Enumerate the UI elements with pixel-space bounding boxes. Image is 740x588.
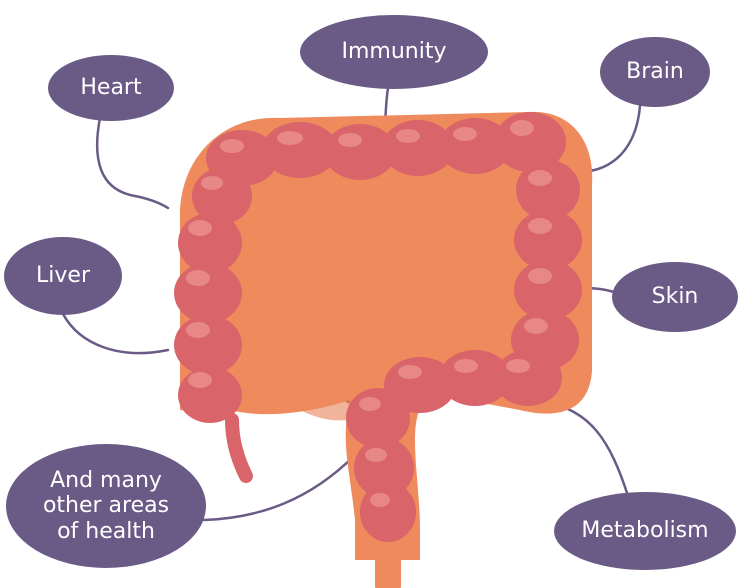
brain-label-bubble: Brain	[600, 37, 710, 107]
connector-metabolism	[545, 402, 628, 496]
other-areas-label-bubble: And many other areas of health	[6, 444, 206, 568]
metabolism-label: Metabolism	[581, 519, 708, 543]
heart-label: Heart	[80, 76, 141, 100]
skin-label-bubble: Skin	[612, 262, 738, 332]
immunity-label-bubble: Immunity	[300, 15, 488, 89]
connector-other	[204, 455, 355, 520]
metabolism-label-bubble: Metabolism	[554, 492, 736, 570]
heart-label-bubble: Heart	[48, 55, 174, 121]
liver-label-bubble: Liver	[4, 237, 122, 315]
connector-liver	[63, 314, 168, 353]
immunity-label: Immunity	[342, 40, 447, 64]
connector-heart	[97, 118, 168, 208]
appendix	[232, 420, 246, 476]
liver-label: Liver	[36, 264, 90, 288]
other-areas-label: And many other areas of health	[43, 468, 169, 544]
brain-label: Brain	[626, 60, 684, 84]
skin-label: Skin	[652, 285, 699, 309]
